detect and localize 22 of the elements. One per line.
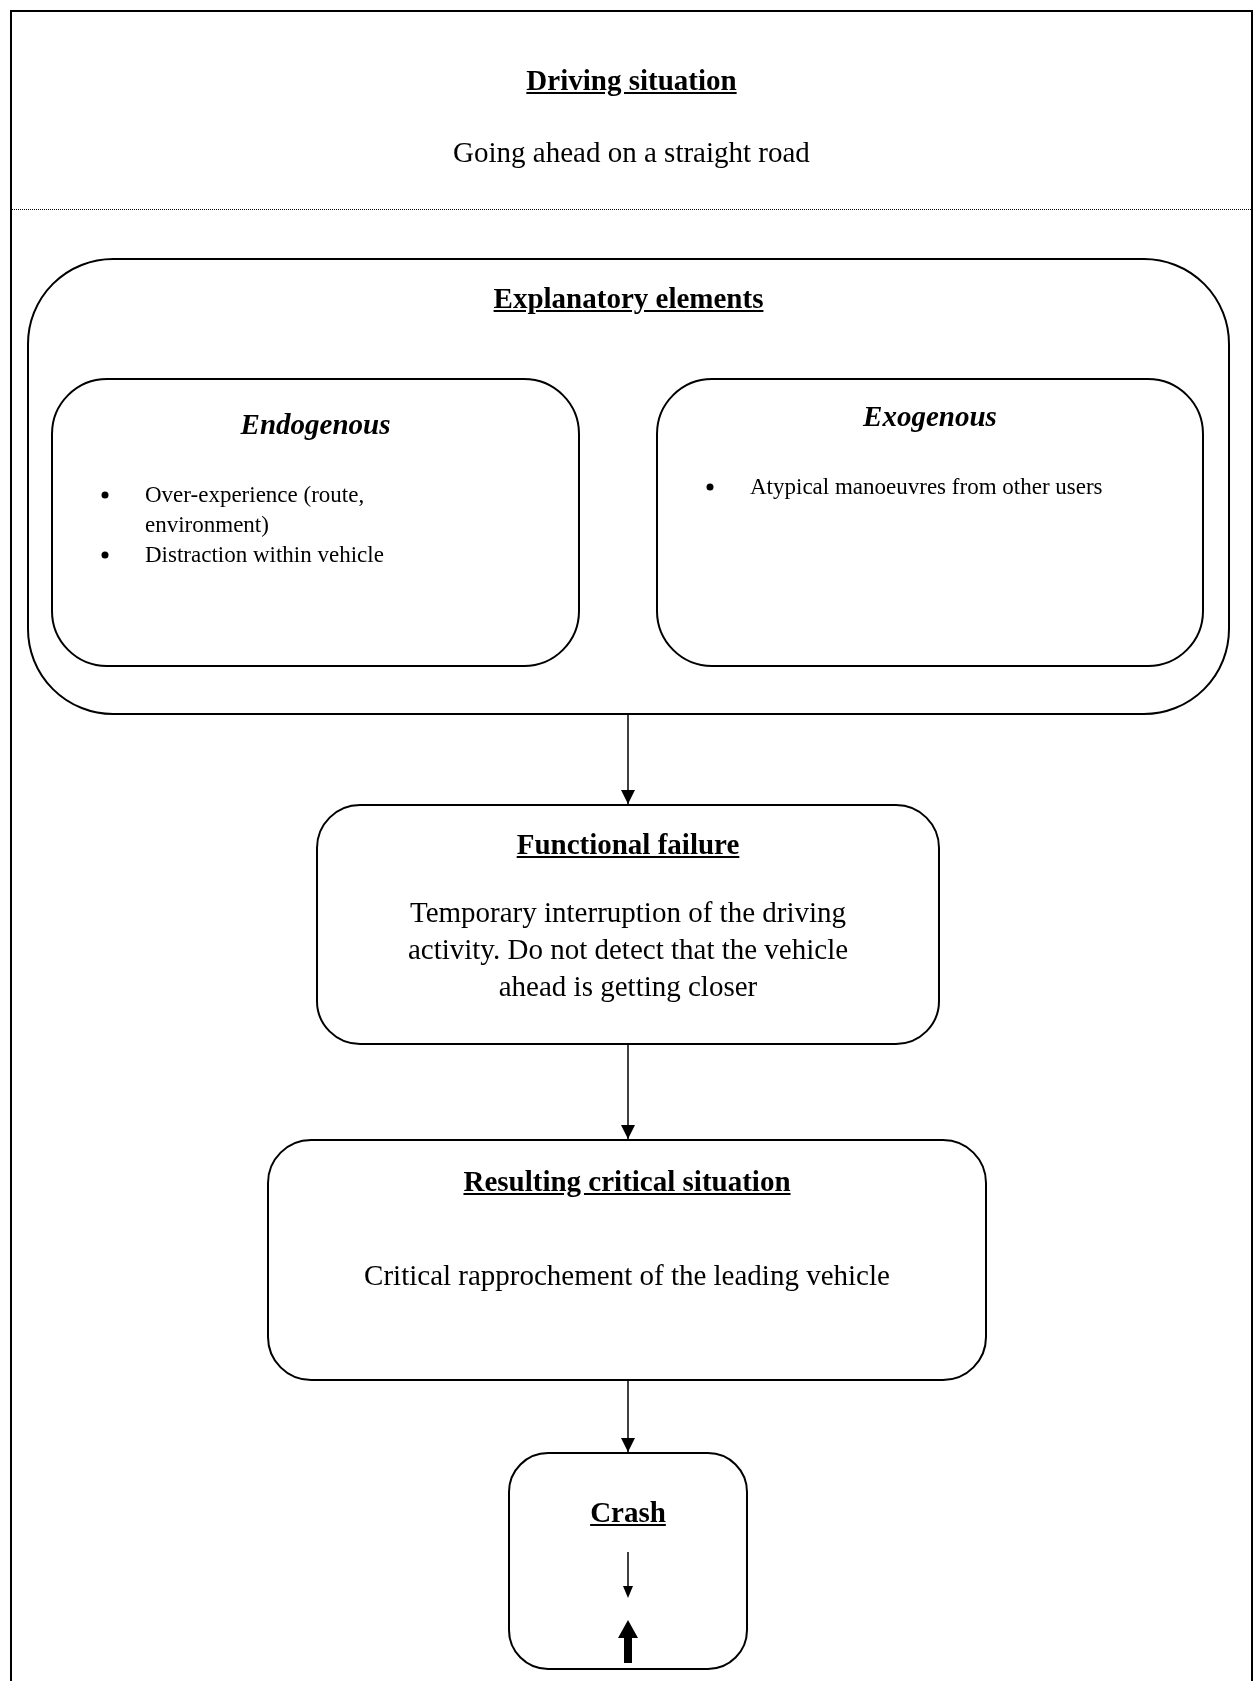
heading: Explanatory elements [493,282,764,315]
process-box [27,258,1230,715]
category-box [656,378,1204,667]
heading: Crash [590,1496,666,1529]
description: Temporary interruption of the driving activity. Do not detect that the vehicle ahead is getting closer [406,895,850,1004]
process-box [267,1139,987,1381]
description: Going ahead on a straight road [452,135,811,170]
category-heading: Endogenous [239,408,392,441]
arrow [621,714,635,805]
arrow [621,1044,635,1140]
process-box [316,804,940,1045]
category-heading: Exogenous [862,400,998,433]
bullet-item: Atypical manoeuvres from other users [750,474,1103,499]
process-box [508,1452,748,1670]
arrow [621,1380,635,1453]
category-box [51,378,580,667]
bullet-item: Distraction within vehicle [145,541,384,567]
heading: Resulting critical situation [463,1165,791,1198]
heading: Functional failure [516,828,740,861]
description: Critical rapprochement of the leading vehicle [363,1258,891,1293]
heading: Driving situation [526,64,737,97]
bullet-item: Over-experience (route, environment) [145,482,365,537]
